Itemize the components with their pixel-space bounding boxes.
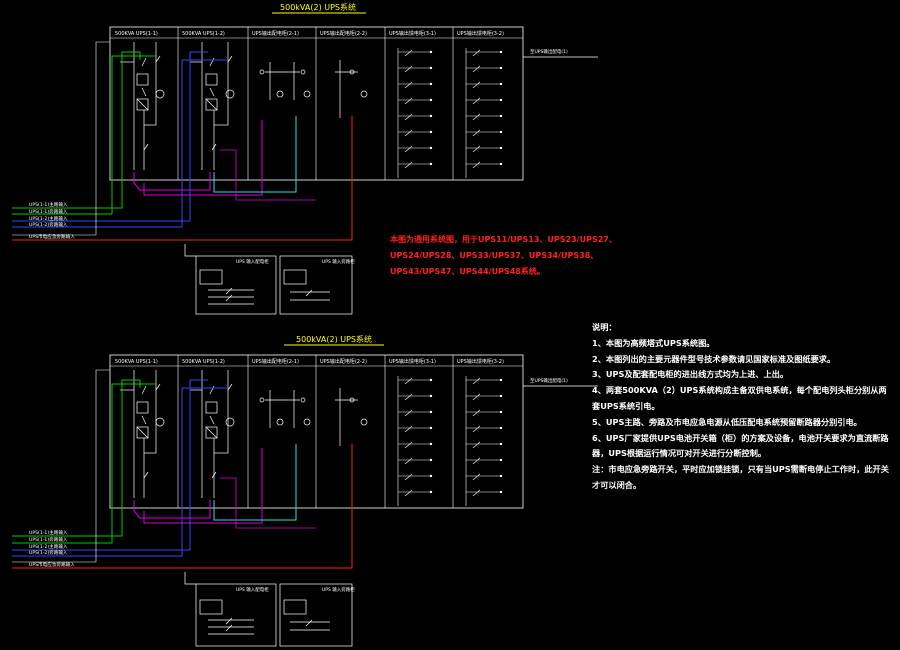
top-cabinet-headers: 500KVA UPS(1-1) 500KVA UPS(1-2) UPS输出配电柜… (115, 30, 504, 37)
bottom-cabinet-headers: 500KVA UPS(1-1) 500KVA UPS(1-2) UPS输出配电柜… (115, 358, 504, 365)
note-item: 4、两套500KVA（2）UPS系统构成主备双供电系统，每个配电列头柜分别从两套… (592, 385, 887, 411)
top-out-dist (259, 60, 368, 118)
top-input-5: UPS市电应急旁路输入 (29, 233, 75, 240)
bottom-input-4: UPS(1-2)旁路输入 (29, 549, 68, 556)
note-caution: 注：市电应急旁路开关，平时应加锁挂锁，只有当UPS需断电停止工作时，此开关才可以… (592, 464, 889, 490)
note-item: 6、UPS厂家提供UPS电池开关箱（柜）的方案及设备，电池开关要求为直流断路器，… (592, 432, 889, 459)
bottom-input-1: UPS(1-1)主路输入 (29, 529, 68, 536)
top-header-5: UPS输出馈电柜(3-1) (389, 30, 436, 37)
top-header-2: 500KVA UPS(1-2) (182, 31, 225, 37)
applicable-systems-note: 本图为通用系统图，用于UPS11/UPS13、UPS23/UPS27、UPS24… (390, 235, 617, 276)
bottom-title: 500kVA(2) UPS系统 (296, 334, 372, 344)
note-item: 5、UPS主路、旁路及市电应急电源从低压配电系统预留断路器分别引电。 (592, 416, 862, 427)
notes-panel: 说明： 1、本图为高频塔式UPS系统图。 2、本图列出的主要元器件型号技术参数请… (592, 320, 892, 494)
bottom-out-dist (259, 388, 368, 446)
bottom-feeders (397, 376, 500, 506)
bottom-diagram: 500kVA(2) UPS系统 500KVA UPS(1-1) 500KVA U… (12, 334, 598, 647)
bottom-input-3: UPS(1-2)主路输入 (29, 543, 68, 550)
top-header-6: UPS输出馈电柜(3-2) (457, 30, 504, 37)
bottom-ups-1-2 (190, 370, 235, 498)
top-diagram: 500kVA(2) UPS系统 500KVA UPS(1-1) 500KVA U… (12, 2, 598, 315)
top-box-labels: UPS 输入配电柜 UPS 输入旁路柜 (236, 258, 355, 265)
bottom-header-2: 500KVA UPS(1-2) (182, 359, 225, 365)
bottom-ups-1-1 (120, 370, 165, 498)
bottom-header-5: UPS输出馈电柜(3-1) (389, 358, 436, 365)
bottom-header-4: UPS输出配电柜(2-2) (320, 358, 367, 365)
top-header-3: UPS输出配电柜(2-1) (252, 30, 299, 37)
notes-heading: 说明： (592, 322, 617, 332)
top-input-labels: UPS(1-1)主路输入 UPS(1-1)旁路输入 UPS(1-2)主路输入 U… (29, 201, 75, 240)
bottom-input-boxes (184, 572, 353, 647)
note-item: 1、本图为高频塔式UPS系统图。 (592, 337, 715, 348)
top-input-4: UPS(1-2)旁路输入 (29, 221, 68, 228)
top-input-boxes (184, 244, 353, 315)
bottom-input-5: UPS市电应急旁路输入 (29, 561, 75, 568)
bottom-feeder-dots (429, 378, 503, 494)
top-box-1: UPS 输入配电柜 (236, 258, 269, 265)
note-item: 2、本图列出的主要元器件型号技术参数请见国家标准及图纸要求。 (592, 353, 836, 364)
top-input-2: UPS(1-1)旁路输入 (29, 208, 68, 215)
top-header-1: 500KVA UPS(1-1) (115, 31, 158, 37)
bottom-right-label: 至UPS输出配电(1) (530, 377, 568, 384)
bottom-box-1: UPS 输入配电柜 (236, 586, 269, 593)
bottom-input-labels: UPS(1-1)主路输入 UPS(1-1)旁路输入 UPS(1-2)主路输入 U… (29, 529, 75, 568)
bottom-input-2: UPS(1-1)旁路输入 (29, 536, 68, 543)
bottom-box-2: UPS 输入旁路柜 (322, 586, 355, 593)
bottom-header-3: UPS输出配电柜(2-1) (252, 358, 299, 365)
top-title: 500kVA(2) UPS系统 (280, 2, 356, 12)
note-item: 3、UPS及配套配电柜的进出线方式均为上进、上出。 (592, 369, 789, 380)
bottom-header-6: UPS输出馈电柜(3-2) (457, 358, 504, 365)
top-ups-1-1 (120, 42, 165, 170)
top-box-2: UPS 输入旁路柜 (322, 258, 355, 265)
bottom-box-labels: UPS 输入配电柜 UPS 输入旁路柜 (236, 586, 355, 593)
top-input-1: UPS(1-1)主路输入 (29, 201, 68, 208)
top-input-3: UPS(1-2)主路输入 (29, 215, 68, 222)
top-header-4: UPS输出配电柜(2-2) (320, 30, 367, 37)
top-right-label: 至UPS输出配电(1) (530, 48, 568, 55)
top-feeder-dots (429, 50, 503, 166)
top-ups-1-2 (190, 42, 235, 170)
top-feeders (397, 48, 500, 178)
bottom-header-1: 500KVA UPS(1-1) (115, 359, 158, 365)
